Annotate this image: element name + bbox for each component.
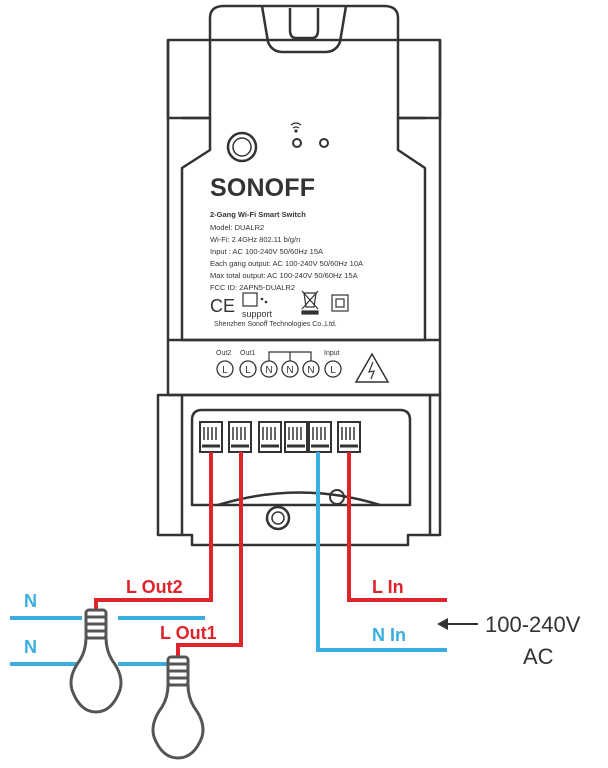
out2-label: Out2 <box>216 350 231 357</box>
svg-text:L: L <box>330 365 336 376</box>
led-indicator <box>319 138 329 148</box>
screw-terminal[interactable] <box>284 421 308 453</box>
svg-text:L: L <box>245 365 251 376</box>
button-icon[interactable] <box>226 131 258 163</box>
neutral-bridge <box>268 351 312 362</box>
n-label-top: N <box>24 591 37 611</box>
out1-label: Out1 <box>240 350 255 357</box>
l-out2-label: L Out2 <box>126 577 183 597</box>
input-line: Input : AC 100-240V 50/60Hz 15A <box>210 247 323 256</box>
l-out1-label: L Out1 <box>160 623 217 643</box>
screw-terminal[interactable] <box>199 421 223 453</box>
svg-text:N: N <box>286 365 293 376</box>
model-line: Model: DUALR2 <box>210 223 264 232</box>
svg-text:N: N <box>265 365 272 376</box>
terminal-pin-label: L <box>216 360 234 378</box>
model-title: 2-Gang Wi-Fi Smart Switch <box>210 210 306 219</box>
svg-text:L: L <box>222 365 228 376</box>
wifi-icon <box>290 122 302 133</box>
ac-label: AC <box>523 644 554 669</box>
screw-terminal[interactable] <box>228 421 252 453</box>
led-indicator <box>292 138 302 148</box>
wifi-line: Wi-Fi: 2.4GHz 802.11 b/g/n <box>210 235 300 244</box>
device-body <box>156 4 442 547</box>
bulb-icon <box>151 655 205 760</box>
mounting-screw <box>265 505 291 531</box>
voltage-label: 100-240V <box>485 612 581 637</box>
vent-hole <box>329 489 345 505</box>
manufacturer-line: Shenzhen Sonoff Technologies Co.,Ltd. <box>214 321 337 328</box>
screw-terminal[interactable] <box>258 421 282 453</box>
terminal-block <box>199 421 361 453</box>
terminal-pin-label: N <box>260 360 278 378</box>
terminal-pin-label: L <box>239 360 257 378</box>
fcc-line: FCC ID: 2APN5-DUALR2 <box>210 283 295 292</box>
bulb-icon <box>69 608 123 714</box>
l-in-label: L In <box>372 577 404 597</box>
live-wires <box>94 452 447 658</box>
n-label-bottom: N <box>24 637 37 657</box>
support-mark: support <box>242 292 273 319</box>
input-label: Input <box>324 350 340 357</box>
terminal-pin-label: L <box>324 360 342 378</box>
weee-bin-icon <box>301 290 319 315</box>
brand-logo: SONOFF <box>210 174 318 202</box>
double-insulation-icon <box>331 294 349 312</box>
arrow-left-icon <box>437 618 478 630</box>
terminal-pin-label: N <box>302 360 320 378</box>
screw-terminal[interactable] <box>337 421 361 453</box>
terminal-pin-label: N <box>281 360 299 378</box>
n-in-label: N In <box>372 625 406 645</box>
screw-terminal[interactable] <box>308 421 332 453</box>
ce-mark-icon: CE <box>210 296 235 316</box>
svg-text:N: N <box>307 365 314 376</box>
warning-triangle-icon <box>354 352 390 383</box>
max-output-line: Max total output: AC 100-240V 50/60Hz 15… <box>210 271 358 280</box>
svg-text:support: support <box>242 309 273 319</box>
gang-output-line: Each gang output: AC 100-240V 50/60Hz 10… <box>210 259 363 268</box>
